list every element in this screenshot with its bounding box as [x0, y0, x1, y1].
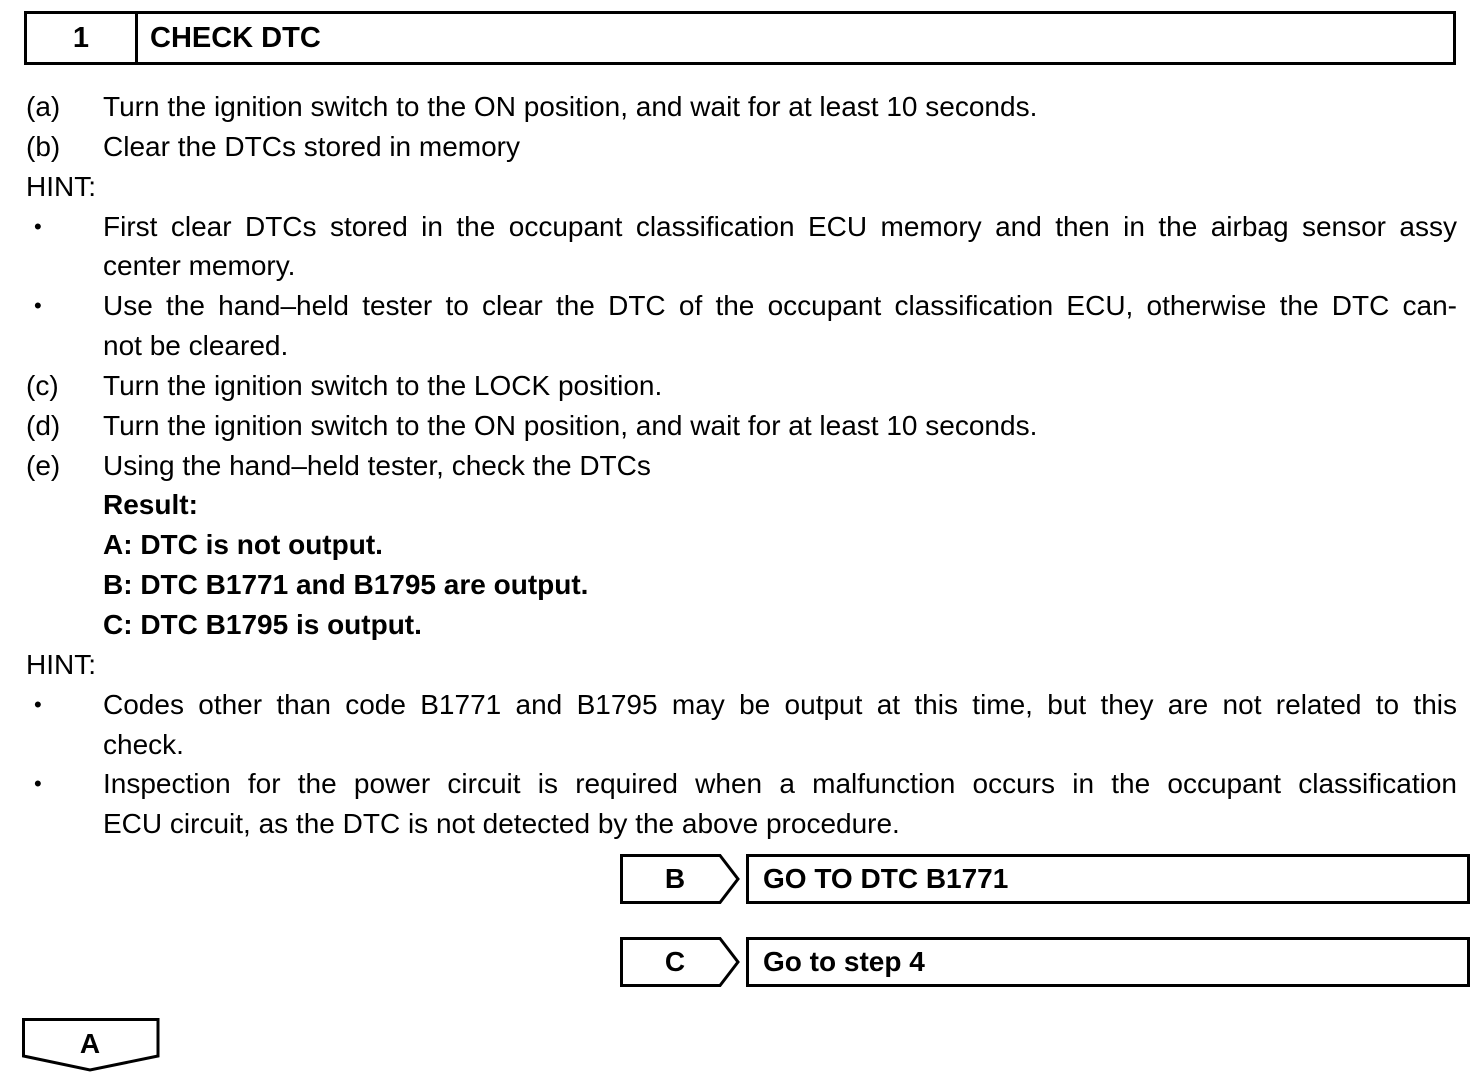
bullet-icon: •: [34, 214, 42, 239]
bullet-text: Inspection for the power circuit is requ…: [103, 768, 1457, 799]
item-text: Turn the ignition switch to the ON posit…: [103, 91, 1038, 122]
hint-label: HINT:: [26, 171, 96, 202]
bullet-text: Codes other than code B1771 and B1795 ma…: [103, 689, 1457, 720]
result-line-a: A: DTC is not output.: [0, 526, 1472, 564]
branch-b-arrow[interactable]: B: [620, 854, 740, 904]
hint-bullet: • Codes other than code B1771 and B1795 …: [0, 686, 1472, 724]
bullet-icon: •: [34, 692, 42, 717]
result-line-b: B: DTC B1771 and B1795 are output.: [0, 566, 1472, 604]
instruction-e: (e) Using the hand–held tester, check th…: [0, 447, 1472, 485]
hint-bullet: • Inspection for the power circuit is re…: [0, 765, 1472, 803]
instruction-d: (d) Turn the ignition switch to the ON p…: [0, 407, 1472, 445]
result-text: C: DTC B1795 is output.: [103, 609, 422, 640]
item-label: (e): [26, 450, 61, 481]
step-number: 1: [27, 14, 138, 62]
arrow-pointer-icon: [620, 937, 740, 987]
instruction-b: (b) Clear the DTCs stored in memory: [0, 128, 1472, 166]
item-text: Using the hand–held tester, check the DT…: [103, 450, 651, 481]
hint-heading: HINT:: [0, 168, 1472, 206]
hint-bullet: • First clear DTCs stored in the occupan…: [0, 208, 1472, 246]
item-text: Clear the DTCs stored in memory: [103, 131, 521, 162]
hint-bullet-continuation: ECU circuit, as the DTC is not detected …: [0, 805, 1472, 843]
bullet-text: First clear DTCs stored in the occupant …: [103, 211, 1457, 242]
bullet-text: not be cleared.: [103, 330, 289, 361]
instruction-c: (c) Turn the ignition switch to the LOCK…: [0, 367, 1472, 405]
hint-bullet-continuation: check.: [0, 726, 1472, 764]
bullet-text: ECU circuit, as the DTC is not detected …: [103, 808, 900, 839]
result-line-c: C: DTC B1795 is output.: [0, 606, 1472, 644]
branch-c-arrow[interactable]: C: [620, 937, 740, 987]
hint-bullet-continuation: center memory.: [0, 247, 1472, 285]
hint-bullet: • Use the hand–held tester to clear the …: [0, 287, 1472, 325]
hint-bullet-continuation: not be cleared.: [0, 327, 1472, 365]
branch-letter: C: [664, 946, 686, 977]
continue-a-arrow[interactable]: A: [22, 1018, 162, 1072]
branch-c-action[interactable]: Go to step 4: [746, 937, 1470, 987]
result-heading: Result:: [0, 486, 1472, 524]
step-title: CHECK DTC: [150, 21, 321, 54]
arrow-pointer-icon: [620, 854, 740, 904]
branch-b-action[interactable]: GO TO DTC B1771: [746, 854, 1470, 904]
instruction-a: (a) Turn the ignition switch to the ON p…: [0, 88, 1472, 126]
item-text: Turn the ignition switch to the ON posit…: [103, 410, 1038, 441]
bullet-text: center memory.: [103, 250, 296, 281]
result-label: Result:: [103, 489, 198, 520]
hint-label: HINT:: [26, 649, 96, 680]
bullet-icon: •: [34, 771, 42, 796]
arrow-down-icon: [22, 1018, 160, 1072]
branch-letter: B: [664, 863, 686, 894]
item-text: Turn the ignition switch to the LOCK pos…: [103, 370, 663, 401]
item-label: (b): [26, 131, 61, 162]
result-text: B: DTC B1771 and B1795 are output.: [103, 569, 589, 600]
item-label: (c): [26, 370, 59, 401]
item-label: (d): [26, 410, 61, 441]
bullet-icon: •: [34, 293, 42, 318]
result-text: A: DTC is not output.: [103, 529, 383, 560]
bullet-text: Use the hand–held tester to clear the DT…: [103, 290, 1457, 321]
item-label: (a): [26, 91, 61, 122]
step-header: 1 CHECK DTC: [24, 11, 1456, 65]
bullet-text: check.: [103, 729, 184, 760]
hint-heading: HINT:: [0, 646, 1472, 684]
continue-label: A: [79, 1028, 101, 1059]
